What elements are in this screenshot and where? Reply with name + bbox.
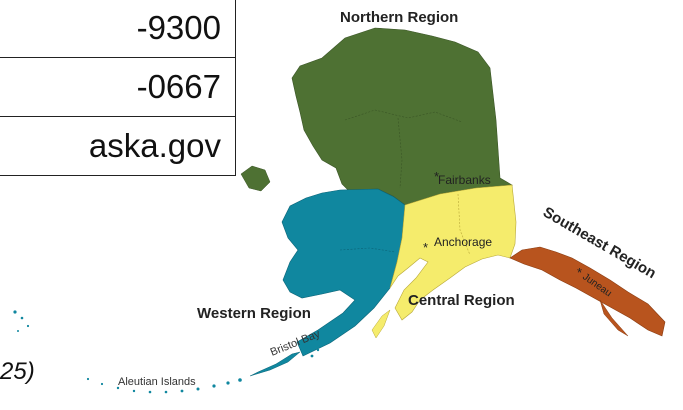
contact-table: -9300 -0667 aska.gov (0, 0, 236, 176)
aleutian-chain-shape (249, 351, 301, 377)
western-region-label: Western Region (197, 305, 311, 322)
western-region-shape[interactable] (281, 188, 406, 357)
juneau-star-icon: * (577, 265, 582, 280)
aleutian-islands-label: Aleutian Islands (118, 376, 196, 388)
fairbanks-star-icon: * (434, 169, 439, 184)
website-link[interactable]: aska.gov (0, 116, 236, 176)
phone-number: -9300 (0, 0, 236, 58)
central-region-label: Central Region (408, 292, 515, 309)
anchorage-star-icon: * (423, 240, 428, 255)
aleutian-islets (86, 348, 320, 394)
contact-row-fax: -0667 (0, 57, 236, 117)
bering-islands (13, 310, 30, 332)
contact-row-phone: -9300 (0, 0, 236, 58)
contact-row-web: aska.gov (0, 116, 236, 176)
southeast-region-shape[interactable] (509, 246, 666, 337)
footnote-text: 25) (0, 358, 35, 385)
northern-island-shape (240, 165, 271, 192)
fairbanks-label: Fairbanks (438, 173, 491, 187)
northern-region-label: Northern Region (340, 9, 458, 26)
central-region-shape[interactable] (389, 184, 517, 321)
fax-number: -0667 (0, 57, 236, 117)
anchorage-label: Anchorage (434, 235, 492, 249)
